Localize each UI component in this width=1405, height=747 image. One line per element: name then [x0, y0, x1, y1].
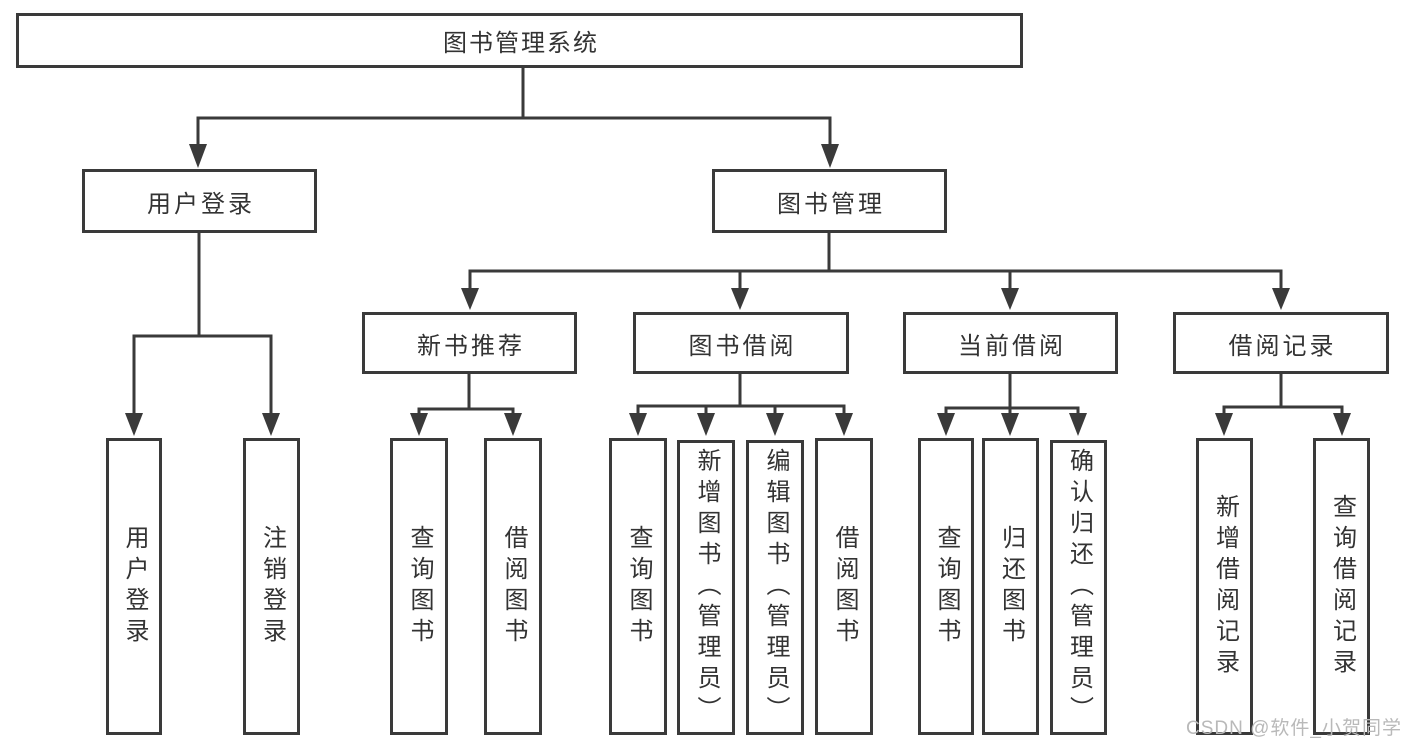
- node-label: 查询借阅记录: [1328, 493, 1356, 680]
- arrowheads-current-leaves: [937, 413, 1087, 436]
- connector-current-leaves: [944, 373, 1080, 414]
- leaf-confirm-return-admin: 确认归还（管理员）: [1050, 440, 1107, 735]
- node-user-login: 用户登录: [82, 169, 317, 233]
- node-label: 新书推荐: [417, 332, 525, 360]
- connector-recommend-leaves: [417, 373, 515, 414]
- node-label: 借阅图书: [831, 524, 858, 649]
- leaf-return-book: 归还图书: [982, 438, 1039, 735]
- node-label: 编辑图书（管理员）: [762, 448, 789, 727]
- connector-root-to-level2: [196, 68, 832, 145]
- csdn-watermark: CSDN @软件_小贺同学: [1186, 718, 1402, 739]
- node-label: 借阅记录: [1228, 332, 1337, 360]
- leaf-borrow-books: 借阅图书: [815, 438, 873, 735]
- node-book-borrow: 图书借阅: [633, 312, 849, 374]
- arrowheads-login-leaves: [125, 413, 280, 436]
- node-root: 图书管理系统: [16, 13, 1023, 68]
- node-label: 新增借阅记录: [1211, 493, 1239, 680]
- node-label: 注销登录: [258, 524, 286, 649]
- leaf-query-books-recommend: 查询图书: [390, 438, 448, 735]
- arrowheads-level3: [461, 288, 1290, 310]
- node-current-borrow: 当前借阅: [903, 312, 1118, 374]
- node-label: 归还图书: [997, 524, 1025, 649]
- arrowheads-borrow-leaves: [629, 413, 853, 436]
- leaf-edit-book-admin: 编辑图书（管理员）: [746, 440, 804, 735]
- node-label: 查询图书: [625, 524, 652, 649]
- arrowheads-level2: [189, 144, 839, 168]
- node-label: 图书管理系统: [443, 30, 599, 57]
- connector-mgmt-to-level3: [468, 233, 1283, 289]
- node-book-management: 图书管理: [712, 169, 947, 233]
- node-label: 确认归还（管理员）: [1065, 448, 1093, 727]
- node-label: 图书借阅: [688, 332, 797, 360]
- leaf-logout: 注销登录: [243, 438, 300, 735]
- leaf-query-borrow-record: 查询借阅记录: [1313, 438, 1370, 735]
- arrowheads-records-leaves: [1215, 413, 1351, 436]
- node-label: 图书管理: [777, 190, 885, 218]
- arrowheads-recommend-leaves: [410, 413, 522, 436]
- node-label: 借阅图书: [500, 524, 527, 649]
- leaf-query-books-current: 查询图书: [918, 438, 974, 735]
- leaf-add-book-admin: 新增图书（管理员）: [677, 440, 735, 735]
- node-label: 用户登录: [121, 524, 148, 649]
- connector-records-leaves: [1222, 373, 1344, 414]
- leaf-query-books-borrow: 查询图书: [609, 438, 667, 735]
- leaf-user-login: 用户登录: [106, 438, 162, 735]
- connector-borrow-leaves: [636, 373, 846, 414]
- node-new-book-recommend: 新书推荐: [362, 312, 577, 374]
- node-label: 查询图书: [406, 524, 433, 649]
- leaf-add-borrow-record: 新增借阅记录: [1196, 438, 1253, 735]
- leaf-borrow-books-recommend: 借阅图书: [484, 438, 542, 735]
- connector-login-branch: [132, 233, 273, 414]
- node-label: 当前借阅: [958, 332, 1066, 360]
- node-borrow-records: 借阅记录: [1173, 312, 1389, 374]
- node-label: 查询图书: [933, 524, 960, 649]
- node-label: 新增图书（管理员）: [693, 448, 720, 727]
- node-label: 用户登录: [147, 190, 255, 218]
